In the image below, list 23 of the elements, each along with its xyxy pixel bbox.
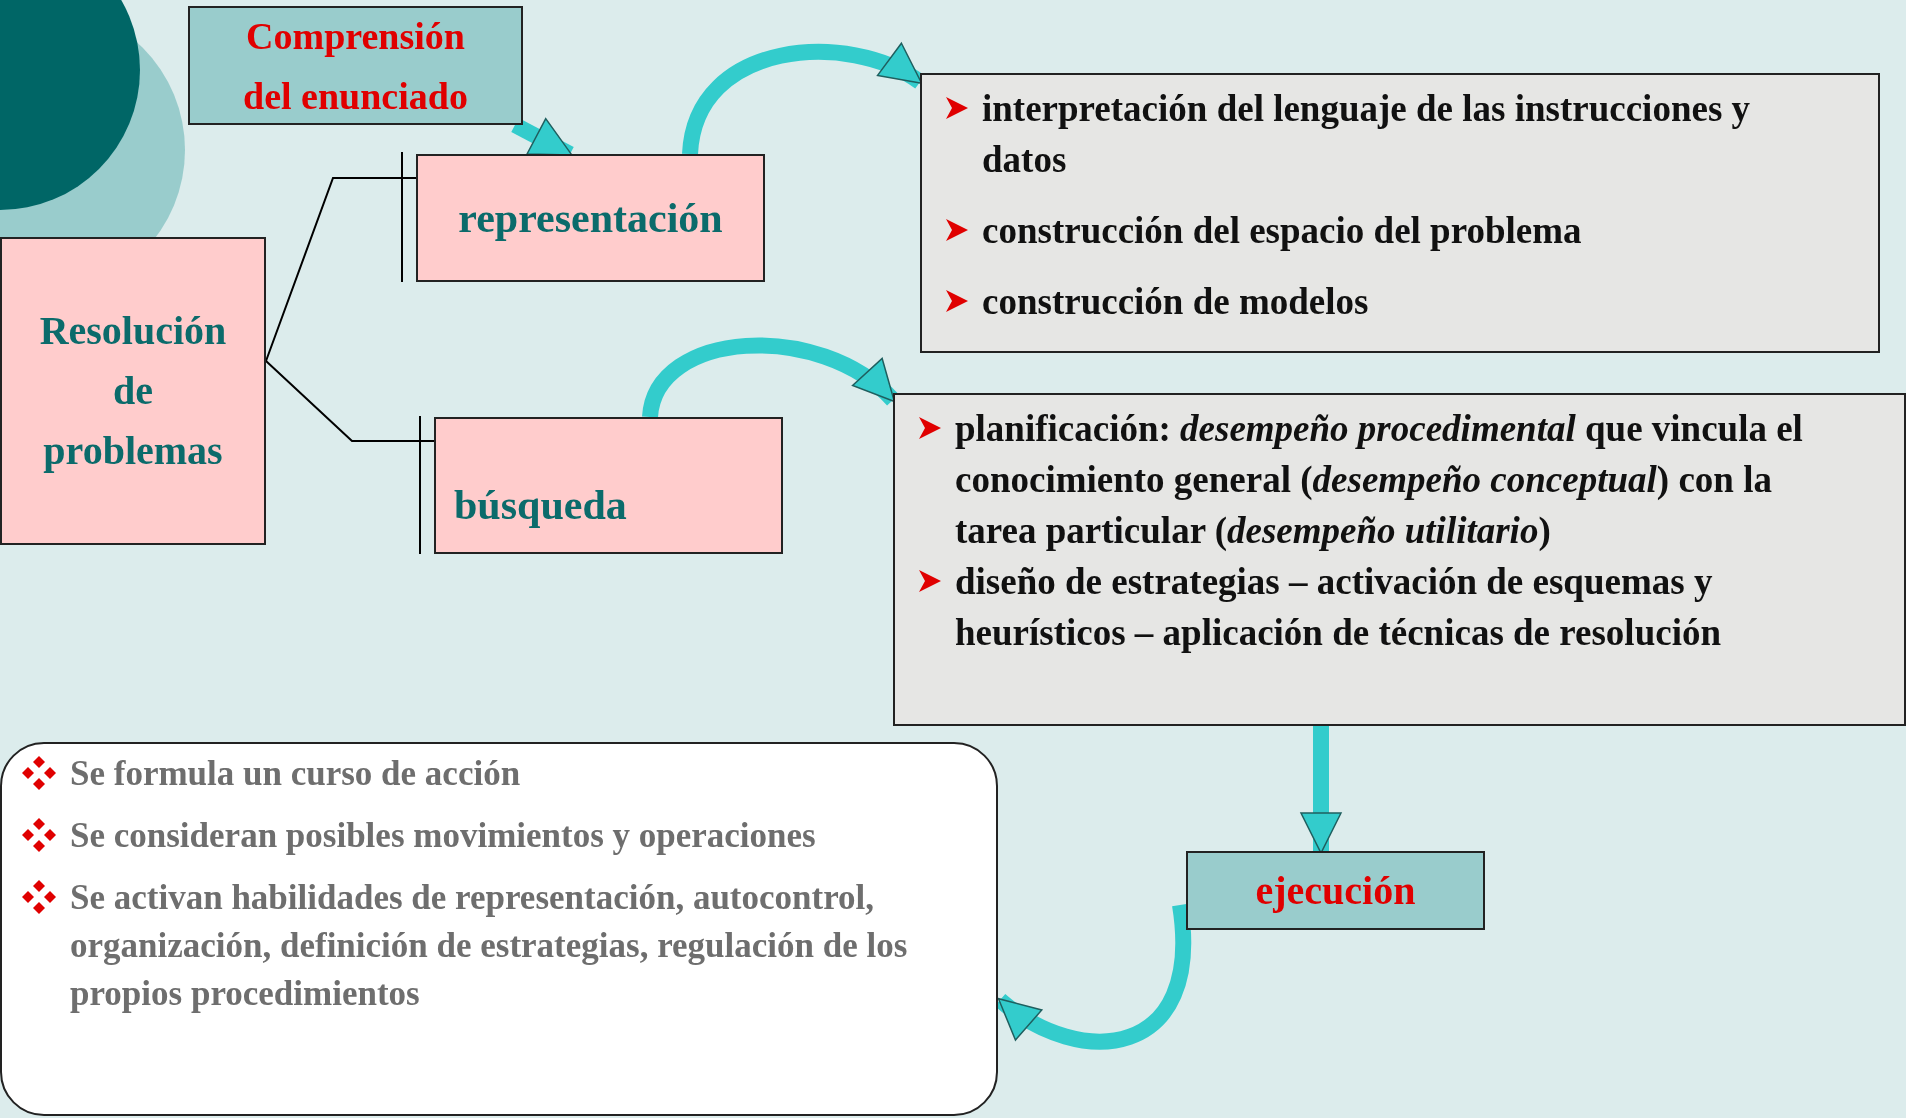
- node-label: ejecución: [1255, 866, 1416, 915]
- bullet-text: construcción del espacio del problema: [982, 209, 1582, 253]
- bullet-text: planificación: desempeño procedimental que vincula el conocimiento general (desempeño conceptual) con la tarea particular (desempeño utilitario): [955, 407, 1804, 553]
- bullet-text: Se formula un curso de acción: [70, 753, 521, 795]
- bullet-text: interpretación del lenguaje de las instrucciones y datos: [982, 87, 1752, 182]
- connector-line: [265, 360, 435, 442]
- bullet-list-box: [893, 393, 1906, 726]
- title-box: [188, 6, 523, 125]
- node-label: representación: [458, 193, 723, 243]
- block-arrow: [1300, 726, 1342, 854]
- bullet-text: construcción de modelos: [982, 280, 1369, 324]
- process-box: [434, 417, 783, 554]
- process-box: [1186, 851, 1485, 930]
- process-box: [416, 154, 765, 282]
- process-box: [0, 237, 266, 545]
- node-label: Comprensión del enunciado: [242, 13, 469, 119]
- bullet-text: diseño de estrategias – activación de esquemas y heurísticos – aplicación de técnicas de resolución: [955, 560, 1722, 655]
- node-label: Resolución de problemas: [38, 307, 228, 475]
- rounded-note-box: [0, 742, 998, 1116]
- bullet-text: Se consideran posibles movimientos y operaciones: [70, 815, 816, 857]
- bullet-list-box: [920, 73, 1880, 353]
- bullet-text: Se activan habilidades de representación, autocontrol, organización, definición de estrategias, regulación de los propios procedimientos: [70, 877, 909, 1015]
- node-label: búsqueda: [454, 481, 627, 531]
